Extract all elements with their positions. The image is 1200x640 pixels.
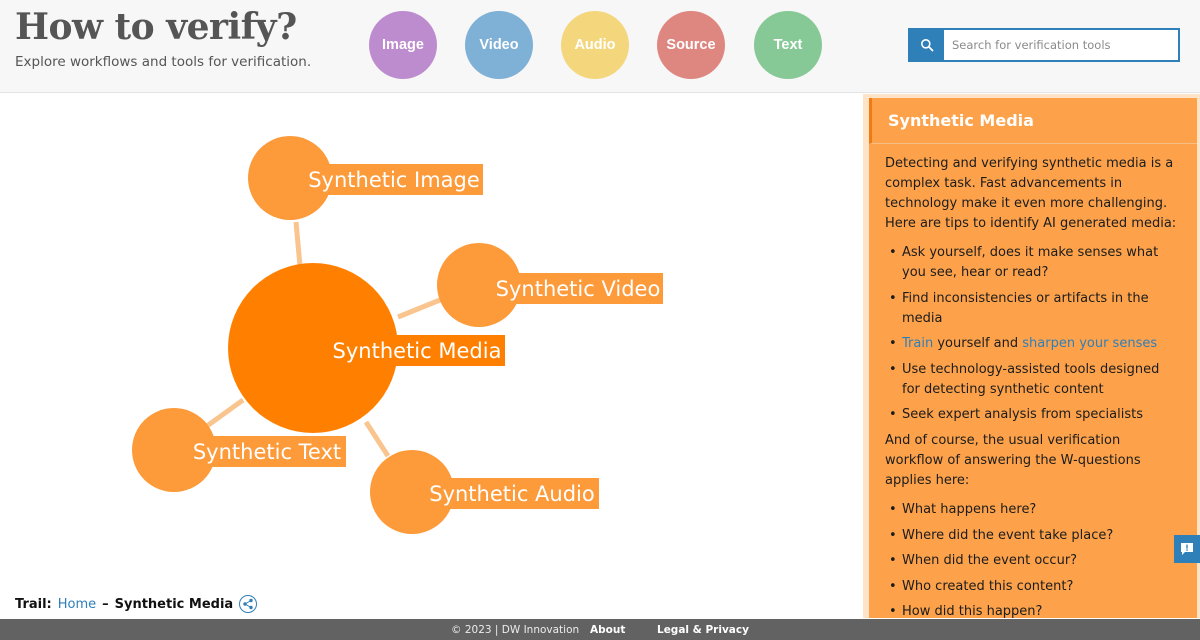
train-link[interactable]: Train [902, 336, 934, 351]
category-image-button[interactable]: Image [369, 11, 437, 79]
search-input[interactable] [944, 30, 1178, 60]
node-synthetic-media[interactable]: Synthetic Media [228, 263, 505, 433]
question-item: What happens here? [885, 500, 1181, 520]
share-icon[interactable] [239, 595, 258, 613]
breadcrumb-separator: – [102, 596, 109, 612]
edge-video [397, 297, 441, 320]
panel-intro: Detecting and verifying synthetic media … [885, 156, 1177, 231]
edge-audio [363, 420, 391, 458]
tips-list: Ask yourself, does it make senses what y… [885, 243, 1181, 425]
side-panel-body: Detecting and verifying synthetic media … [869, 144, 1197, 618]
question-item: When did the event occur? [885, 551, 1181, 571]
questions-list: What happens here? Where did the event t… [885, 500, 1181, 618]
node-label-synthetic-text: Synthetic Text [193, 440, 341, 464]
mind-map: Synthetic Image Synthetic Video Syntheti… [0, 94, 862, 618]
node-synthetic-text[interactable]: Synthetic Text [132, 408, 346, 492]
header: How to verify? Explore workflows and too… [0, 0, 1200, 93]
feedback-icon[interactable] [1174, 535, 1200, 563]
node-synthetic-image[interactable]: Synthetic Image [248, 136, 483, 220]
footer-legal-link[interactable]: Legal & Privacy [657, 624, 749, 636]
footer-copyright: © 2023 | DW Innovation [451, 624, 580, 636]
breadcrumb-home-link[interactable]: Home [57, 596, 97, 612]
node-label-synthetic-audio: Synthetic Audio [429, 482, 595, 506]
panel-outro: And of course, the usual verification wo… [885, 433, 1141, 488]
footer-about-link[interactable]: About [590, 624, 626, 636]
edge-text [205, 397, 245, 429]
category-video-button[interactable]: Video [465, 11, 533, 79]
node-synthetic-audio[interactable]: Synthetic Audio [370, 450, 599, 534]
breadcrumb-current: Synthetic Media [114, 596, 234, 612]
question-item: Where did the event take place? [885, 526, 1181, 546]
tip-item: Ask yourself, does it make senses what y… [885, 243, 1181, 283]
tip-item: Find inconsistencies or artifacts in the… [885, 289, 1181, 329]
tip-item: Use technology-assisted tools designed f… [885, 360, 1181, 400]
question-item: Who created this content? [885, 577, 1181, 597]
search-box [908, 28, 1180, 62]
page-title: How to verify? [15, 6, 297, 48]
sharpen-senses-link[interactable]: sharpen your senses [1022, 336, 1158, 351]
side-panel-title: Synthetic Media [869, 98, 1197, 144]
mind-map-edges [205, 221, 441, 458]
category-source-button[interactable]: Source [657, 11, 725, 79]
node-label-synthetic-video: Synthetic Video [496, 277, 661, 301]
footer: © 2023 | DW Innovation About Legal & Pri… [0, 619, 1200, 640]
page-subtitle: Explore workflows and tools for verifica… [15, 54, 312, 70]
tip-item: Train yourself and sharpen your senses [885, 334, 1181, 354]
node-label-synthetic-media: Synthetic Media [333, 339, 502, 363]
breadcrumb-label: Trail: [15, 596, 52, 612]
tip-text: yourself and [933, 336, 1023, 351]
side-panel: Synthetic Media Detecting and verifying … [869, 98, 1197, 618]
category-audio-button[interactable]: Audio [561, 11, 629, 79]
search-icon[interactable] [910, 30, 944, 60]
node-label-synthetic-image: Synthetic Image [308, 168, 480, 192]
breadcrumb: Trail: Home – Synthetic Media [15, 594, 258, 614]
category-text-button[interactable]: Text [754, 11, 822, 79]
tip-item: Seek expert analysis from specialists [885, 405, 1181, 425]
mind-map-svg: Synthetic Image Synthetic Video Syntheti… [132, 136, 663, 534]
edge-image [293, 221, 303, 267]
question-item: How did this happen? [885, 602, 1181, 618]
node-synthetic-video[interactable]: Synthetic Video [437, 243, 663, 327]
